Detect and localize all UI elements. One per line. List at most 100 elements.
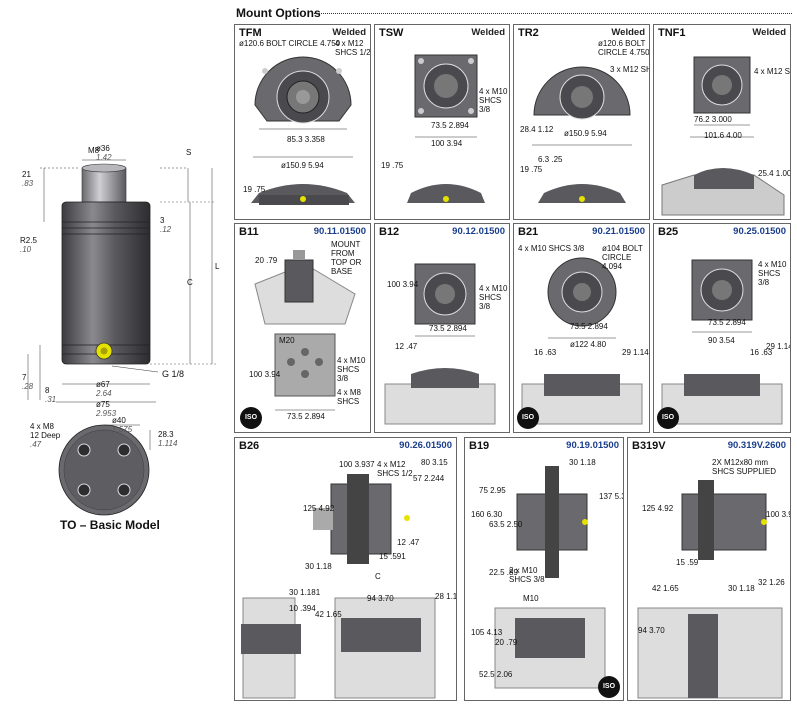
panel-title: TFM xyxy=(239,27,262,39)
label: C xyxy=(375,572,381,581)
label: 15 .59 xyxy=(676,558,699,567)
iso-badge: ISO xyxy=(598,676,620,698)
label: 42 1.65 xyxy=(652,584,679,593)
label: 42 1.65 xyxy=(315,610,342,619)
label: 12 .47 xyxy=(397,538,420,547)
label: 19 .75 xyxy=(520,165,543,174)
label: ø120.6 BOLT CIRCLE 4.750 xyxy=(598,39,650,57)
panel-title: B11 xyxy=(239,226,259,238)
label: ø150.9 5.94 xyxy=(281,161,324,170)
label: 10 .394 xyxy=(289,604,316,613)
panel-title: B21 xyxy=(518,226,539,238)
label: 137 5.394 xyxy=(599,492,623,501)
panel-title: TR2 xyxy=(518,27,539,39)
label: 4 x M12 SHCS 1/2 xyxy=(754,67,791,76)
panel-b25: B25 90.25.01500 4 x M10 SHCS 3/8 73.5 2.… xyxy=(653,223,791,433)
label: 4 x M8 SHCS xyxy=(337,388,362,406)
label: 52.5 2.06 xyxy=(479,670,513,679)
label: 76.2 3.000 xyxy=(694,115,732,124)
panel-title: B319V xyxy=(632,440,666,452)
panel-title: B25 xyxy=(658,226,679,238)
label: 4 x M12 SHCS 1/2 xyxy=(335,39,371,57)
label: 73.5 2.894 xyxy=(708,318,746,327)
label: 16 .63 xyxy=(534,348,557,357)
panel-code: 90.26.01500 xyxy=(399,440,452,451)
label: 3 x M12 SHCS 1/2 xyxy=(610,65,649,74)
panel-code: Welded xyxy=(332,27,366,38)
label: 4 x M10 SHCS 3/8 xyxy=(479,87,508,114)
label: 57 2.244 xyxy=(413,474,445,483)
label: 101.6 4.00 xyxy=(704,131,742,140)
panel-title: B26 xyxy=(239,440,260,452)
label: 12 .47 xyxy=(395,342,418,351)
dim-r25: R2.5.10 xyxy=(20,236,37,254)
panel-tfm: TFM Welded ø120.6 BOLT CIRCLE 4.750 4 x … xyxy=(234,24,371,220)
label: 22.5 .89 xyxy=(489,568,518,577)
dim-l: L xyxy=(215,262,220,271)
label: 73.5 2.894 xyxy=(429,324,467,333)
label: 100 3.937 xyxy=(339,460,375,469)
label: 30 1.18 xyxy=(569,458,596,467)
label: 2X M12x80 mm SHCS SUPPLIED xyxy=(712,458,777,476)
label: 4 x M10 SHCS 3/8 xyxy=(479,284,508,311)
panel-title: B19 xyxy=(469,440,490,452)
panel-code: 90.25.01500 xyxy=(733,226,786,237)
panel-b319v: B319V 90.319V.2600 2X M12x80 mm SHCS SUP… xyxy=(627,437,791,701)
label: 20 .79 xyxy=(255,256,278,265)
dim-21: 21.83 xyxy=(22,170,34,188)
label: 19 .75 xyxy=(381,161,404,170)
label: ø122 4.80 xyxy=(570,340,607,349)
label: 100 3.94 xyxy=(431,139,463,148)
iso-badge: ISO xyxy=(517,407,539,429)
dim-8: 8.31 xyxy=(45,386,57,404)
label: 73.5 2.894 xyxy=(431,121,469,130)
label: 16 .63 xyxy=(750,348,773,357)
label: 80 3.15 xyxy=(421,458,448,467)
panel-title: TNF1 xyxy=(658,27,686,39)
panel-title: TSW xyxy=(379,27,404,39)
panel-b11: B11 90.11.01500 MOUNT FROM TOP OR BASE 2… xyxy=(234,223,371,433)
label: 2 x M10 SHCS 3/8 xyxy=(509,566,545,584)
label: 4 x M10 SHCS 3/8 xyxy=(337,356,366,383)
panel-b19: B19 90.19.01500 30 1.18 75 2.95 137 5.39… xyxy=(464,437,624,701)
label: 73.5 2.894 xyxy=(287,412,325,421)
iso-badge: ISO xyxy=(240,407,262,429)
label: 73.5 2.894 xyxy=(570,322,608,331)
dim-3: 3.12 xyxy=(160,216,172,234)
label: 30 1.18 xyxy=(728,584,755,593)
label: 20 .79 xyxy=(495,638,518,647)
label: 90 3.54 xyxy=(708,336,735,345)
label: ø150.9 5.94 xyxy=(564,129,607,138)
label: 4 x M10 SHCS 3/8 xyxy=(758,260,787,287)
panel-code: 90.11.01500 xyxy=(313,226,366,237)
panel-b26: B26 90.26.01500 100 3.937 4 x M12 SHCS 1… xyxy=(234,437,457,701)
panel-tr2: TR2 Welded ø120.6 BOLT CIRCLE 4.750 3 x … xyxy=(513,24,650,220)
dim-7: 7.28 xyxy=(22,373,34,391)
label: 63.5 2.50 xyxy=(489,520,523,529)
label: ø104 BOLT CIRCLE 4.094 xyxy=(602,244,643,271)
title-rule xyxy=(314,13,792,14)
label: 29 1.14 xyxy=(622,348,649,357)
label: 15 .591 xyxy=(379,552,406,561)
label: 6.3 .25 xyxy=(538,155,563,164)
panel-code: Welded xyxy=(471,27,505,38)
dim-c: C xyxy=(187,278,193,287)
label: 32 1.26 xyxy=(758,578,785,587)
label: M10 xyxy=(523,594,539,603)
dim-g18: G 1/8 xyxy=(162,369,185,379)
label: 75 2.95 xyxy=(479,486,506,495)
cylinder-svg xyxy=(27,159,216,516)
label: 100 3.94 xyxy=(387,280,419,289)
panel-code: 90.319V.2600 xyxy=(727,440,786,451)
panel-code: Welded xyxy=(752,27,786,38)
label: 30 1.181 xyxy=(289,588,321,597)
label: 105 4.13 xyxy=(471,628,503,637)
label: 125 4.92 xyxy=(642,504,674,513)
label: M20 xyxy=(279,336,295,345)
label: 100 3.937 xyxy=(766,510,790,519)
